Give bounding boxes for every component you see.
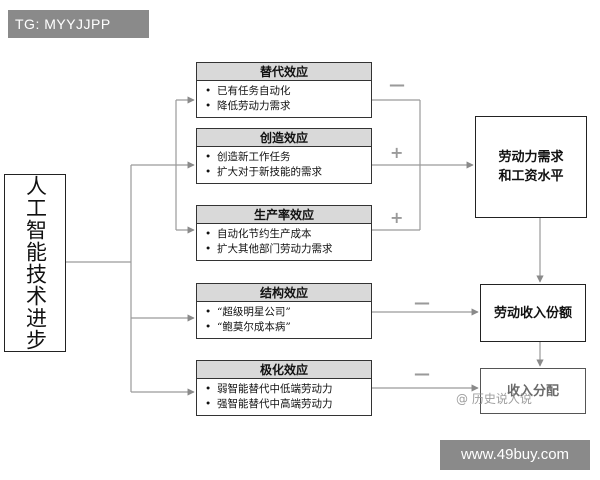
effect-title: 生产率效应 — [197, 206, 371, 224]
effect-title: 极化效应 — [197, 361, 371, 379]
effect-item: •扩大对于新技能的需求 — [205, 166, 322, 178]
bullet-icon: • — [205, 85, 212, 97]
effect-item: •扩大其他部门劳动力需求 — [205, 243, 333, 255]
bullet-icon: • — [205, 228, 212, 240]
effect-item: •弱智能替代中低端劳动力 — [205, 383, 333, 395]
effect-box-polarization: 极化效应 •弱智能替代中低端劳动力 •强智能替代中高端劳动力 — [196, 360, 372, 416]
effect-box-creation: 创造效应 •创造新工作任务 •扩大对于新技能的需求 — [196, 128, 372, 184]
effect-title: 替代效应 — [197, 63, 371, 81]
bullet-icon: • — [205, 321, 212, 333]
bullet-icon: • — [205, 100, 212, 112]
outcome-labor-share-box: 劳动收入份额 — [480, 284, 586, 342]
main-node-label: 人工智能技术进步 — [23, 175, 48, 351]
effect-box-productivity: 生产率效应 •自动化节约生产成本 •扩大其他部门劳动力需求 — [196, 205, 372, 261]
sign-productivity: + — [390, 208, 404, 227]
effect-item: •“超级明星公司” — [205, 306, 291, 318]
sign-substitution: — — [389, 75, 405, 94]
effect-item: •创造新工作任务 — [205, 151, 291, 163]
effect-item: •降低劳动力需求 — [205, 100, 291, 112]
bullet-icon: • — [205, 243, 212, 255]
watermark-middle: @ 历史说人说 — [456, 392, 532, 406]
bullet-icon: • — [205, 151, 212, 163]
sign-structural: — — [414, 293, 430, 312]
effect-box-substitution: 替代效应 •已有任务自动化 •降低劳动力需求 — [196, 62, 372, 118]
sign-creation: + — [390, 143, 404, 162]
effect-item: •“鲍莫尔成本病” — [205, 321, 291, 333]
effect-item: •强智能替代中高端劳动力 — [205, 398, 333, 410]
watermark-bottom: www.49buy.com — [440, 440, 590, 470]
outcome-labor-share-label: 劳动收入份额 — [493, 305, 572, 321]
effect-title: 创造效应 — [197, 129, 371, 147]
bullet-icon: • — [205, 306, 212, 318]
watermark-top: TG: MYYJJPP — [8, 10, 149, 38]
bullet-icon: • — [205, 398, 212, 410]
outcome-income-distribution-box: 收入分配 — [480, 368, 586, 414]
effect-item: •自动化节约生产成本 — [205, 228, 312, 240]
effect-title: 结构效应 — [197, 284, 371, 302]
outcome-income-distribution-label: 收入分配 — [506, 383, 559, 399]
bullet-icon: • — [205, 166, 212, 178]
effect-item: •已有任务自动化 — [205, 85, 291, 97]
bullet-icon: • — [205, 383, 212, 395]
outcome-labor-demand-line1: 劳动力需求 — [498, 150, 564, 165]
outcome-labor-demand-box: 劳动力需求 和工资水平 — [475, 116, 587, 218]
outcome-labor-demand-line2: 和工资水平 — [498, 169, 564, 184]
main-node-box: 人工智能技术进步 — [4, 174, 66, 352]
sign-polarization: — — [414, 364, 430, 383]
effect-box-structural: 结构效应 •“超级明星公司” •“鲍莫尔成本病” — [196, 283, 372, 339]
